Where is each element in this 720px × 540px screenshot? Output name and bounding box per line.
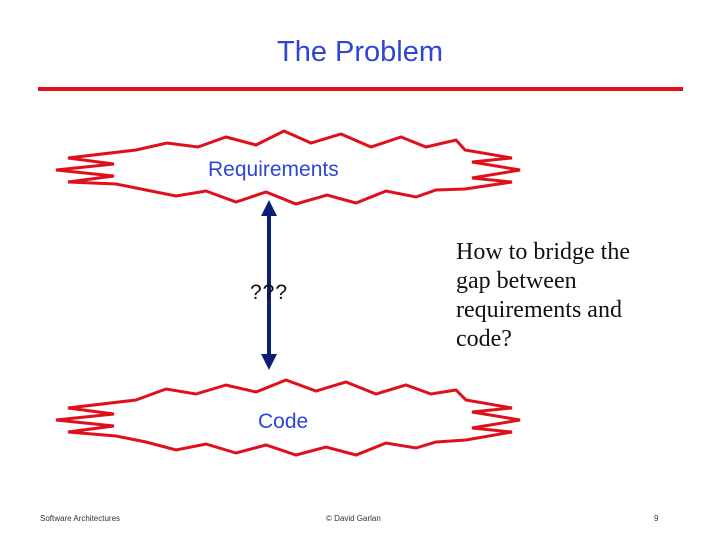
requirements-burst: [55, 129, 521, 206]
note-line: code?: [456, 326, 512, 352]
note-line: requirements and: [456, 297, 622, 323]
title-divider: [38, 87, 683, 91]
page-number: 9: [654, 514, 659, 523]
slide-title: The Problem: [276, 36, 443, 68]
code-label: Code: [258, 410, 309, 433]
bridge-arrow-head-down: [261, 354, 277, 370]
gap-label: ???: [250, 281, 289, 304]
code-burst: [55, 378, 521, 457]
note-line: gap between: [456, 268, 577, 294]
bridge-note: How to bridge the gap between requiremen…: [456, 238, 686, 354]
footer-course: Software Architectures: [40, 514, 121, 523]
bridge-arrow-head-up: [261, 200, 277, 216]
note-line: How to bridge the: [456, 239, 630, 265]
requirements-label: Requirements: [208, 158, 339, 181]
footer-copyright: © David Garlan: [326, 514, 381, 523]
